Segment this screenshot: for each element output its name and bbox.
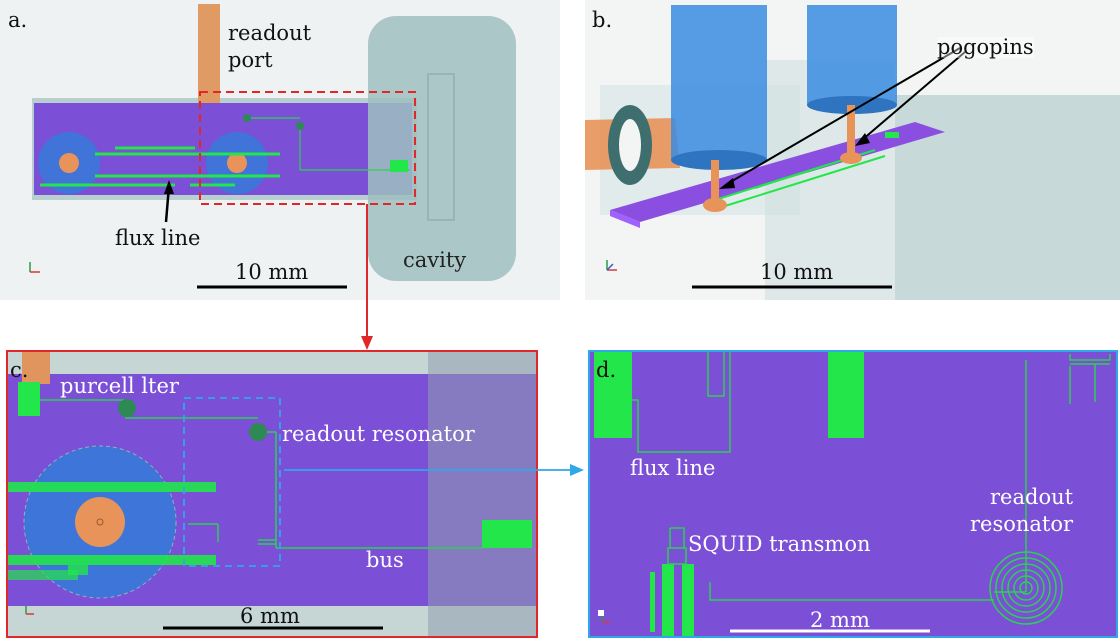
purcell-filter-label: purcell lter <box>60 374 179 398</box>
panel-d: d. flux line SQUID transmon readout reso… <box>588 350 1118 638</box>
bus-label: bus <box>366 548 404 572</box>
readout-port-label: readout port <box>228 21 312 73</box>
zoom-box-a <box>199 91 416 205</box>
readout-port-pin <box>198 4 220 114</box>
zoom-box-c <box>183 397 281 567</box>
cavity <box>368 16 516 281</box>
panel-c: c. purcell lter readout resonator bus 6 … <box>6 350 538 638</box>
panel-a: a. readout port flux line cavity 10 mm <box>0 0 560 300</box>
scale-label: 2 mm <box>810 608 870 632</box>
chip-b <box>610 122 945 222</box>
panel-b-drawing <box>585 0 1120 300</box>
readout-resonator-label: readout resonator <box>282 422 475 446</box>
panel-letter: d. <box>596 358 617 382</box>
panel-b: b. pogopins 10 mm <box>585 0 1120 300</box>
panel-letter: a. <box>8 8 28 32</box>
panel-letter: c. <box>10 358 29 382</box>
flux-line-label: flux line <box>630 456 716 480</box>
scale-label: 6 mm <box>240 604 300 628</box>
panel-a-drawing <box>0 0 560 300</box>
panel-d-drawing <box>590 352 1116 636</box>
pogopin-housing-left <box>671 5 767 160</box>
pogopin-housing-right <box>807 5 897 105</box>
panel-letter: b. <box>592 8 613 32</box>
panel-c-drawing <box>8 352 536 636</box>
cavity-label: cavity <box>403 248 467 272</box>
pogopin-c <box>75 497 125 547</box>
readout-resonator-element <box>249 423 267 441</box>
scale-label: 10 mm <box>760 260 834 284</box>
scale-label: 10 mm <box>235 260 309 284</box>
pogopins-label: pogopins <box>937 35 1034 59</box>
squid-transmon-label: SQUID transmon <box>688 532 871 556</box>
purcell-filter-element <box>118 399 136 417</box>
flux-line-label: flux line <box>115 226 201 250</box>
readout-resonator-label: readout resonator <box>970 485 1074 537</box>
spiral-resonator <box>989 551 1063 625</box>
